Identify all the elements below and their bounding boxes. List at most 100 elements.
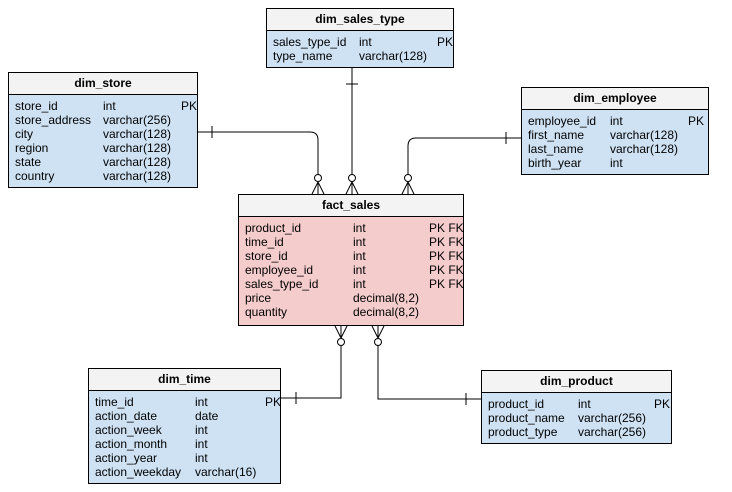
- field-type: int: [359, 35, 372, 49]
- field-name: country: [15, 169, 55, 183]
- field-type: int: [195, 423, 208, 437]
- link-product-crowfoot-circle: [374, 338, 382, 346]
- link-employee: [407, 137, 521, 178]
- field-name: quantity: [245, 305, 288, 319]
- field-row: state varchar(128): [9, 155, 197, 169]
- table-title: dim_product: [482, 371, 671, 393]
- field-name: store_id: [245, 249, 288, 263]
- field-row: store_address varchar(256): [9, 113, 197, 127]
- field-row: sales_type_id int PK FK: [239, 277, 464, 291]
- field-name: store_id: [15, 99, 58, 113]
- link-product-crowfoot: [371, 325, 385, 340]
- link-store-crowfoot: [311, 180, 325, 195]
- field-name: store_address: [15, 113, 92, 127]
- field-type: decimal(8,2): [353, 305, 420, 319]
- field-name: employee_id: [245, 263, 314, 277]
- field-name: sales_type_id: [245, 277, 319, 291]
- field-name: action_month: [95, 437, 168, 451]
- field-type: int: [195, 451, 208, 465]
- field-type: int: [578, 397, 591, 411]
- table-title: dim_store: [9, 73, 197, 95]
- field-type: varchar(256): [578, 425, 647, 439]
- link-product: [377, 342, 481, 400]
- table-title: fact_sales: [239, 195, 463, 217]
- field-name: last_name: [528, 142, 584, 156]
- field-type: varchar(256): [103, 113, 172, 127]
- field-key: PK FK: [429, 221, 464, 235]
- field-type: int: [353, 249, 366, 263]
- field-name: action_date: [95, 409, 158, 423]
- field-row: price decimal(8,2): [239, 291, 463, 305]
- field-row: action_week int: [89, 423, 280, 437]
- field-type: int: [353, 277, 366, 291]
- table-title: dim_time: [89, 369, 280, 391]
- field-name: first_name: [528, 128, 585, 142]
- link-sales-type-crowfoot-circle: [348, 174, 356, 182]
- field-row: product_type varchar(256): [482, 425, 671, 439]
- field-name: product_name: [488, 411, 565, 425]
- link-time-crowfoot-circle: [337, 338, 345, 346]
- link-sales-type-crowfoot: [345, 180, 359, 195]
- table-title: dim_sales_type: [267, 9, 453, 31]
- field-key: PK FK: [429, 249, 464, 263]
- field-type: int: [610, 156, 623, 170]
- link-store-crowfoot-circle: [314, 174, 322, 182]
- field-type: varchar(128): [103, 155, 172, 169]
- field-row: employee_id int PK: [522, 114, 708, 128]
- table-title: dim_employee: [522, 88, 708, 110]
- field-type: int: [353, 263, 366, 277]
- field-key: PK: [181, 99, 198, 113]
- field-row: first_name varchar(128): [522, 128, 708, 142]
- field-name: product_type: [488, 425, 558, 439]
- field-type: varchar(128): [610, 128, 679, 142]
- field-type: int: [610, 114, 623, 128]
- field-key: PK: [265, 395, 282, 409]
- field-name: employee_id: [528, 114, 597, 128]
- field-type: varchar(128): [359, 49, 428, 63]
- field-type: int: [195, 395, 208, 409]
- field-key: PK FK: [429, 277, 464, 291]
- field-name: type_name: [273, 49, 333, 63]
- field-key: PK: [437, 35, 454, 49]
- field-row: action_date date: [89, 409, 280, 423]
- field-name: state: [15, 155, 42, 169]
- link-store: [198, 131, 319, 178]
- field-name: action_week: [95, 423, 162, 437]
- field-key: PK: [688, 114, 705, 128]
- field-type: varchar(128): [103, 141, 172, 155]
- field-row: store_id int PK FK: [239, 249, 464, 263]
- field-row: quantity decimal(8,2): [239, 305, 463, 319]
- field-row: type_name varchar(128): [267, 49, 453, 63]
- field-name: price: [245, 291, 272, 305]
- field-type: date: [195, 409, 219, 423]
- field-name: time_id: [245, 235, 284, 249]
- field-name: product_id: [245, 221, 302, 235]
- field-type: decimal(8,2): [353, 291, 420, 305]
- field-type: int: [353, 221, 366, 235]
- field-type: varchar(16): [195, 465, 257, 479]
